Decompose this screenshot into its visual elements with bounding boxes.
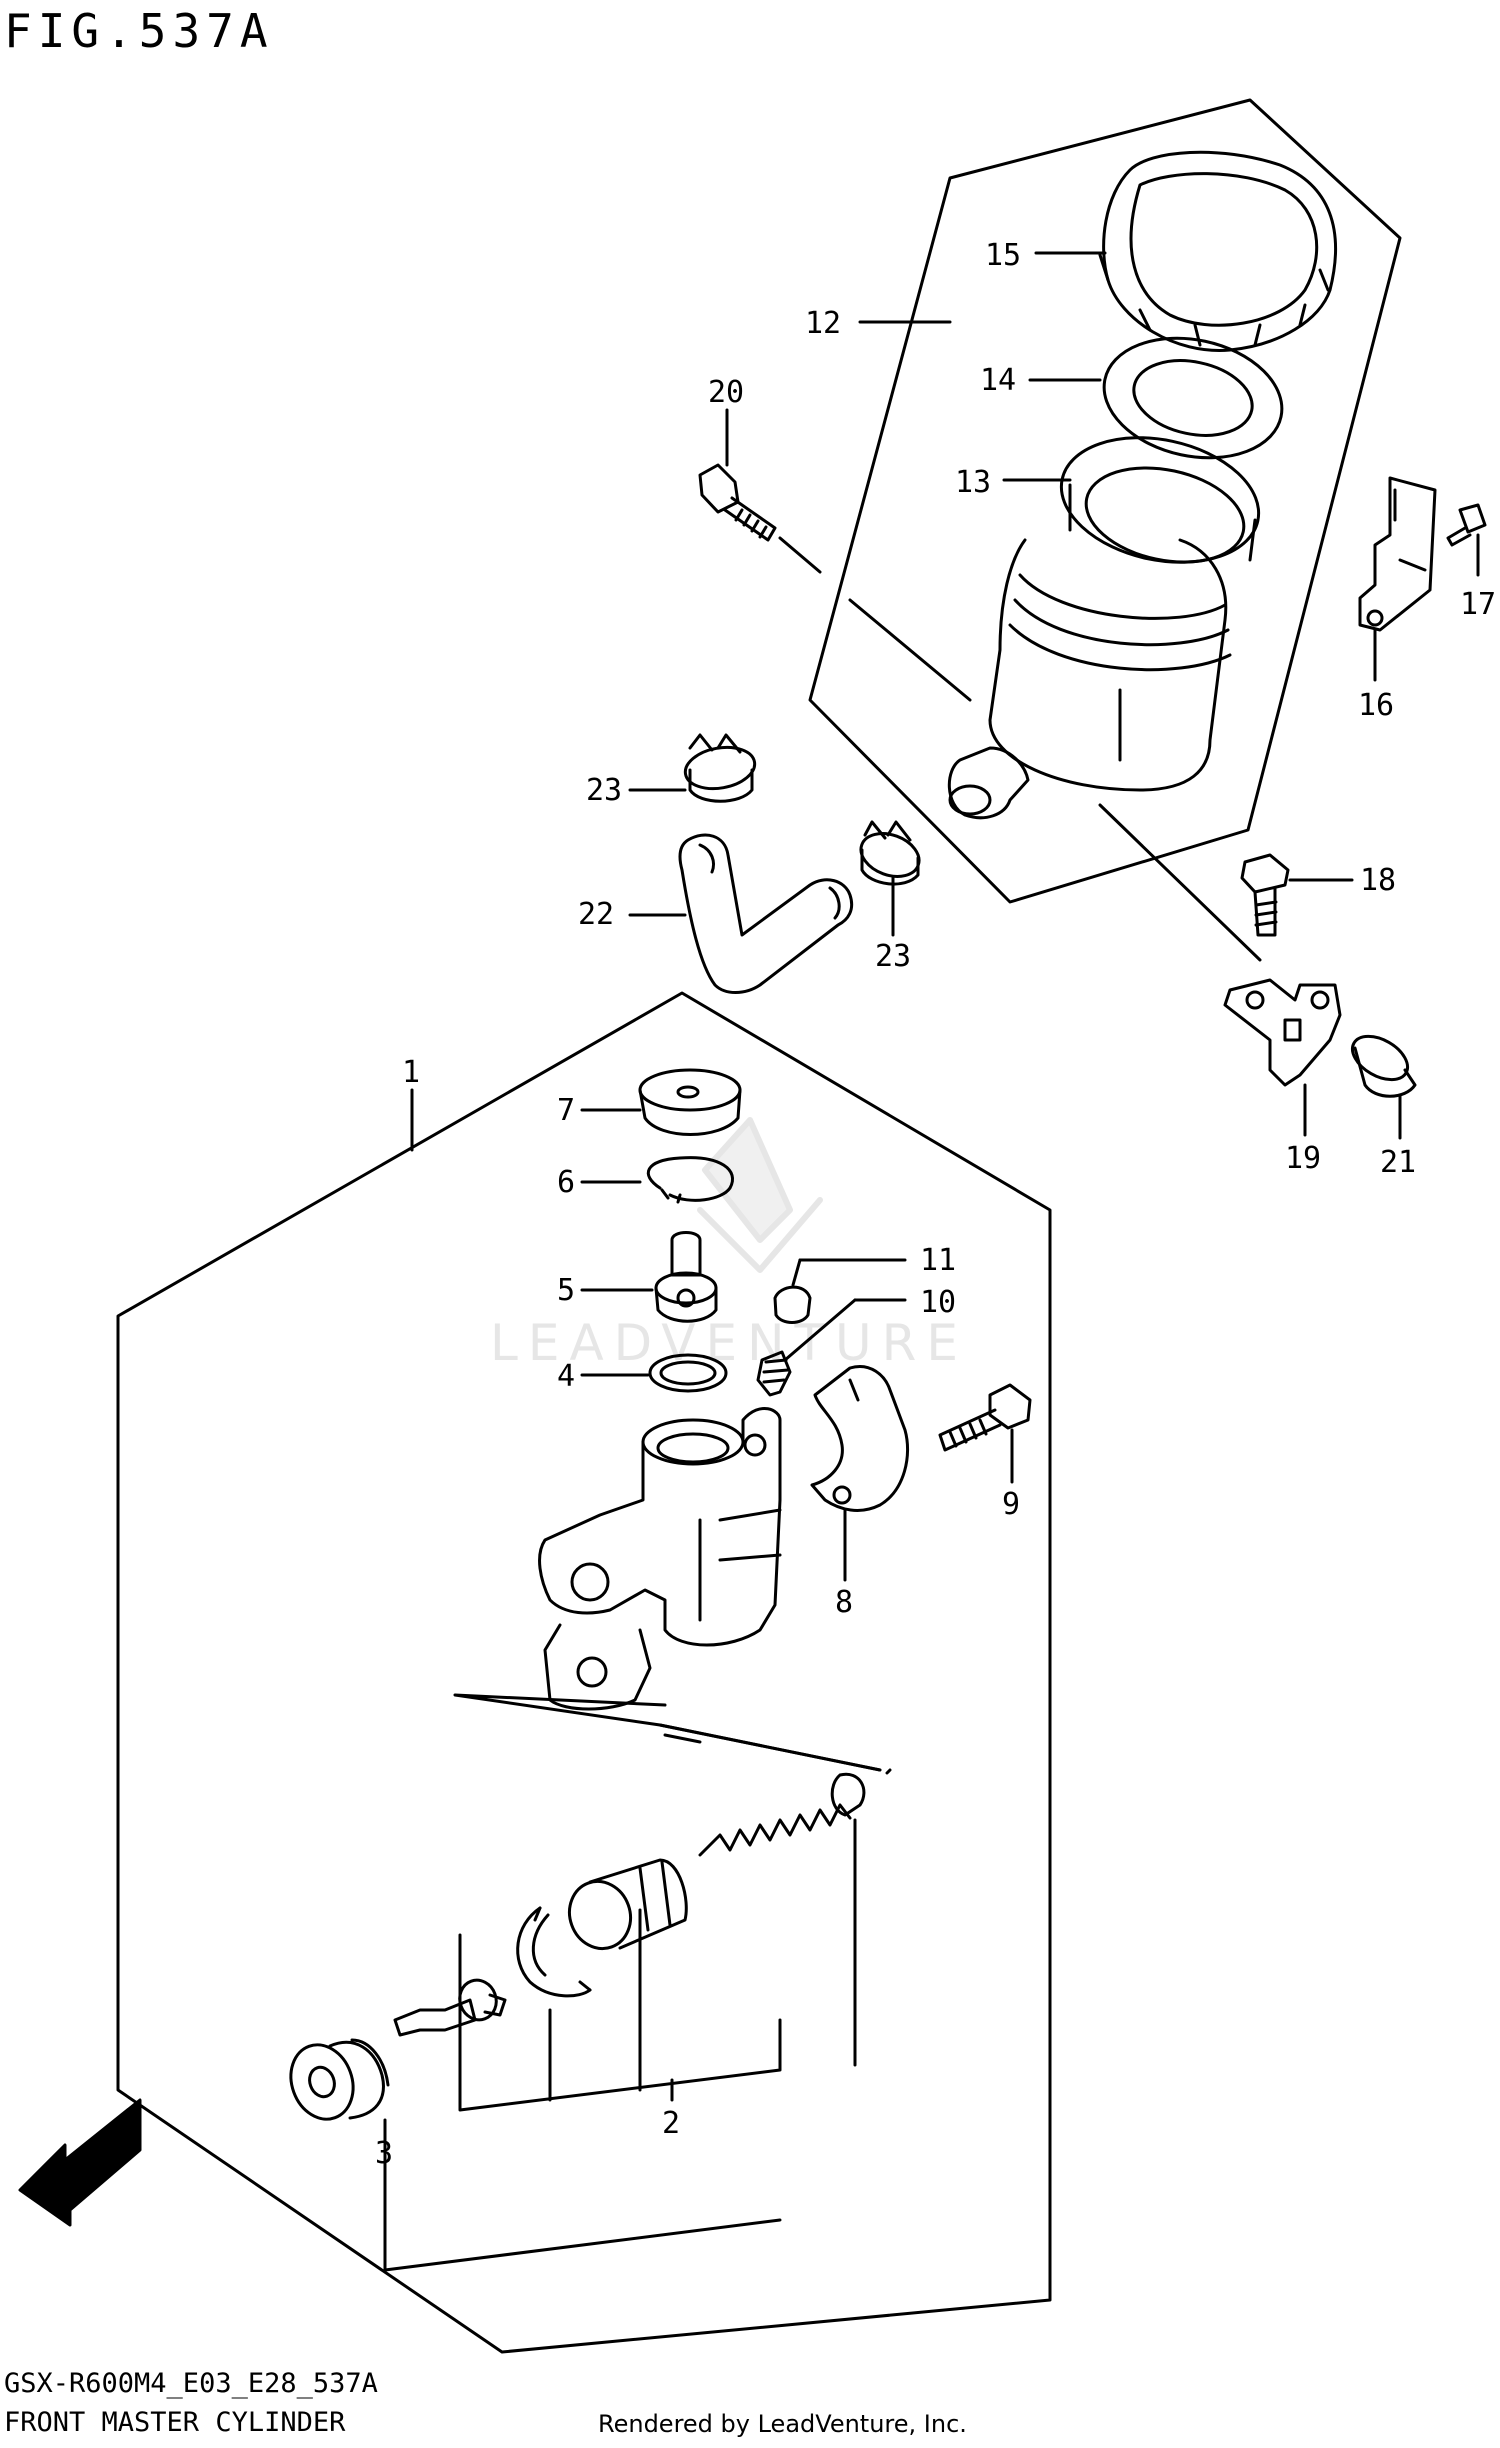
leader-reservoir-to-bracket bbox=[1098, 803, 1262, 962]
part-cap bbox=[638, 1068, 742, 1136]
callout-4: 4 bbox=[557, 1359, 575, 1394]
callout-3: 3 bbox=[375, 2136, 393, 2171]
part-mounting-bracket bbox=[1223, 978, 1342, 1087]
callout-14: 14 bbox=[980, 363, 1016, 398]
callout-11: 11 bbox=[920, 1243, 956, 1278]
callout-18: 18 bbox=[1360, 863, 1396, 898]
callout-21: 21 bbox=[1380, 1145, 1416, 1180]
part-union bbox=[654, 1231, 718, 1323]
leader-10-diag bbox=[783, 1298, 857, 1362]
part-diaphragm bbox=[1059, 436, 1261, 564]
part-clamp-bracket bbox=[1358, 476, 1437, 632]
part-bolt-9 bbox=[938, 1383, 1032, 1452]
callout-8: 8 bbox=[835, 1585, 853, 1620]
part-bolt-18 bbox=[1240, 853, 1290, 937]
part-spring bbox=[698, 1772, 866, 1857]
part-o-ring bbox=[648, 1353, 728, 1393]
callout-22: 22 bbox=[578, 897, 614, 932]
leader-20-to-reservoir bbox=[778, 536, 972, 702]
watermark-text: LEADVENTURE bbox=[490, 1314, 968, 1372]
part-diaphragm-plate bbox=[1102, 336, 1284, 460]
part-circlip-6 bbox=[647, 1156, 734, 1204]
leader-3 bbox=[383, 2118, 782, 2272]
callout-13: 13 bbox=[955, 465, 991, 500]
model-code: GSX-R600M4_E03_E28_537A bbox=[4, 2368, 378, 2399]
fwd-arrow bbox=[18, 2098, 142, 2227]
figure-title: FIG.537A bbox=[4, 4, 274, 58]
callout-7: 7 bbox=[557, 1093, 575, 1128]
part-boot bbox=[289, 2038, 390, 2121]
part-reservoir-cap bbox=[1098, 150, 1338, 352]
watermark bbox=[697, 1117, 823, 1273]
part-circlip-2 bbox=[516, 1906, 592, 1998]
section-name: FRONT MASTER CYLINDER bbox=[4, 2407, 346, 2438]
part-bolt-20 bbox=[698, 463, 777, 542]
piston-kit-dash bbox=[658, 1723, 892, 1775]
leader-2-bracket bbox=[458, 1818, 857, 2112]
callout-20: 20 bbox=[708, 375, 744, 410]
callout-16: 16 bbox=[1358, 688, 1394, 723]
callout-15: 15 bbox=[985, 238, 1021, 273]
part-hose-clamp-b bbox=[859, 820, 921, 886]
part-master-cylinder-body bbox=[538, 1407, 782, 1711]
callout-2: 2 bbox=[662, 2106, 680, 2141]
part-grommet bbox=[1351, 1034, 1417, 1098]
callout-12: 12 bbox=[805, 306, 841, 341]
callout-9: 9 bbox=[1002, 1487, 1020, 1522]
part-hose bbox=[678, 833, 854, 994]
part-hose-clamp-a bbox=[683, 733, 757, 803]
part-reservoir-tank bbox=[947, 538, 1232, 820]
callout-1: 1 bbox=[402, 1055, 420, 1090]
master-cylinder-group-outline bbox=[116, 991, 1052, 2354]
part-handlebar-clamp bbox=[810, 1365, 909, 1512]
callout-5: 5 bbox=[557, 1273, 575, 1308]
leader-11-diag bbox=[791, 1258, 802, 1287]
part-bleeder-cap bbox=[773, 1285, 812, 1324]
render-credit: Rendered by LeadVenture, Inc. bbox=[598, 2410, 967, 2438]
part-piston bbox=[568, 1858, 688, 1951]
piston-kit-outline bbox=[453, 1693, 882, 1772]
callout-23a: 23 bbox=[586, 773, 622, 808]
part-small-screw bbox=[1446, 503, 1487, 547]
callout-19: 19 bbox=[1285, 1141, 1321, 1176]
callout-17: 17 bbox=[1460, 587, 1496, 622]
reservoir-group-outline bbox=[808, 98, 1402, 904]
callout-6: 6 bbox=[557, 1165, 575, 1200]
part-bleeder-valve bbox=[756, 1350, 792, 1397]
callout-23b: 23 bbox=[875, 939, 911, 974]
part-push-rod bbox=[393, 1978, 507, 2037]
callout-10: 10 bbox=[920, 1285, 956, 1320]
